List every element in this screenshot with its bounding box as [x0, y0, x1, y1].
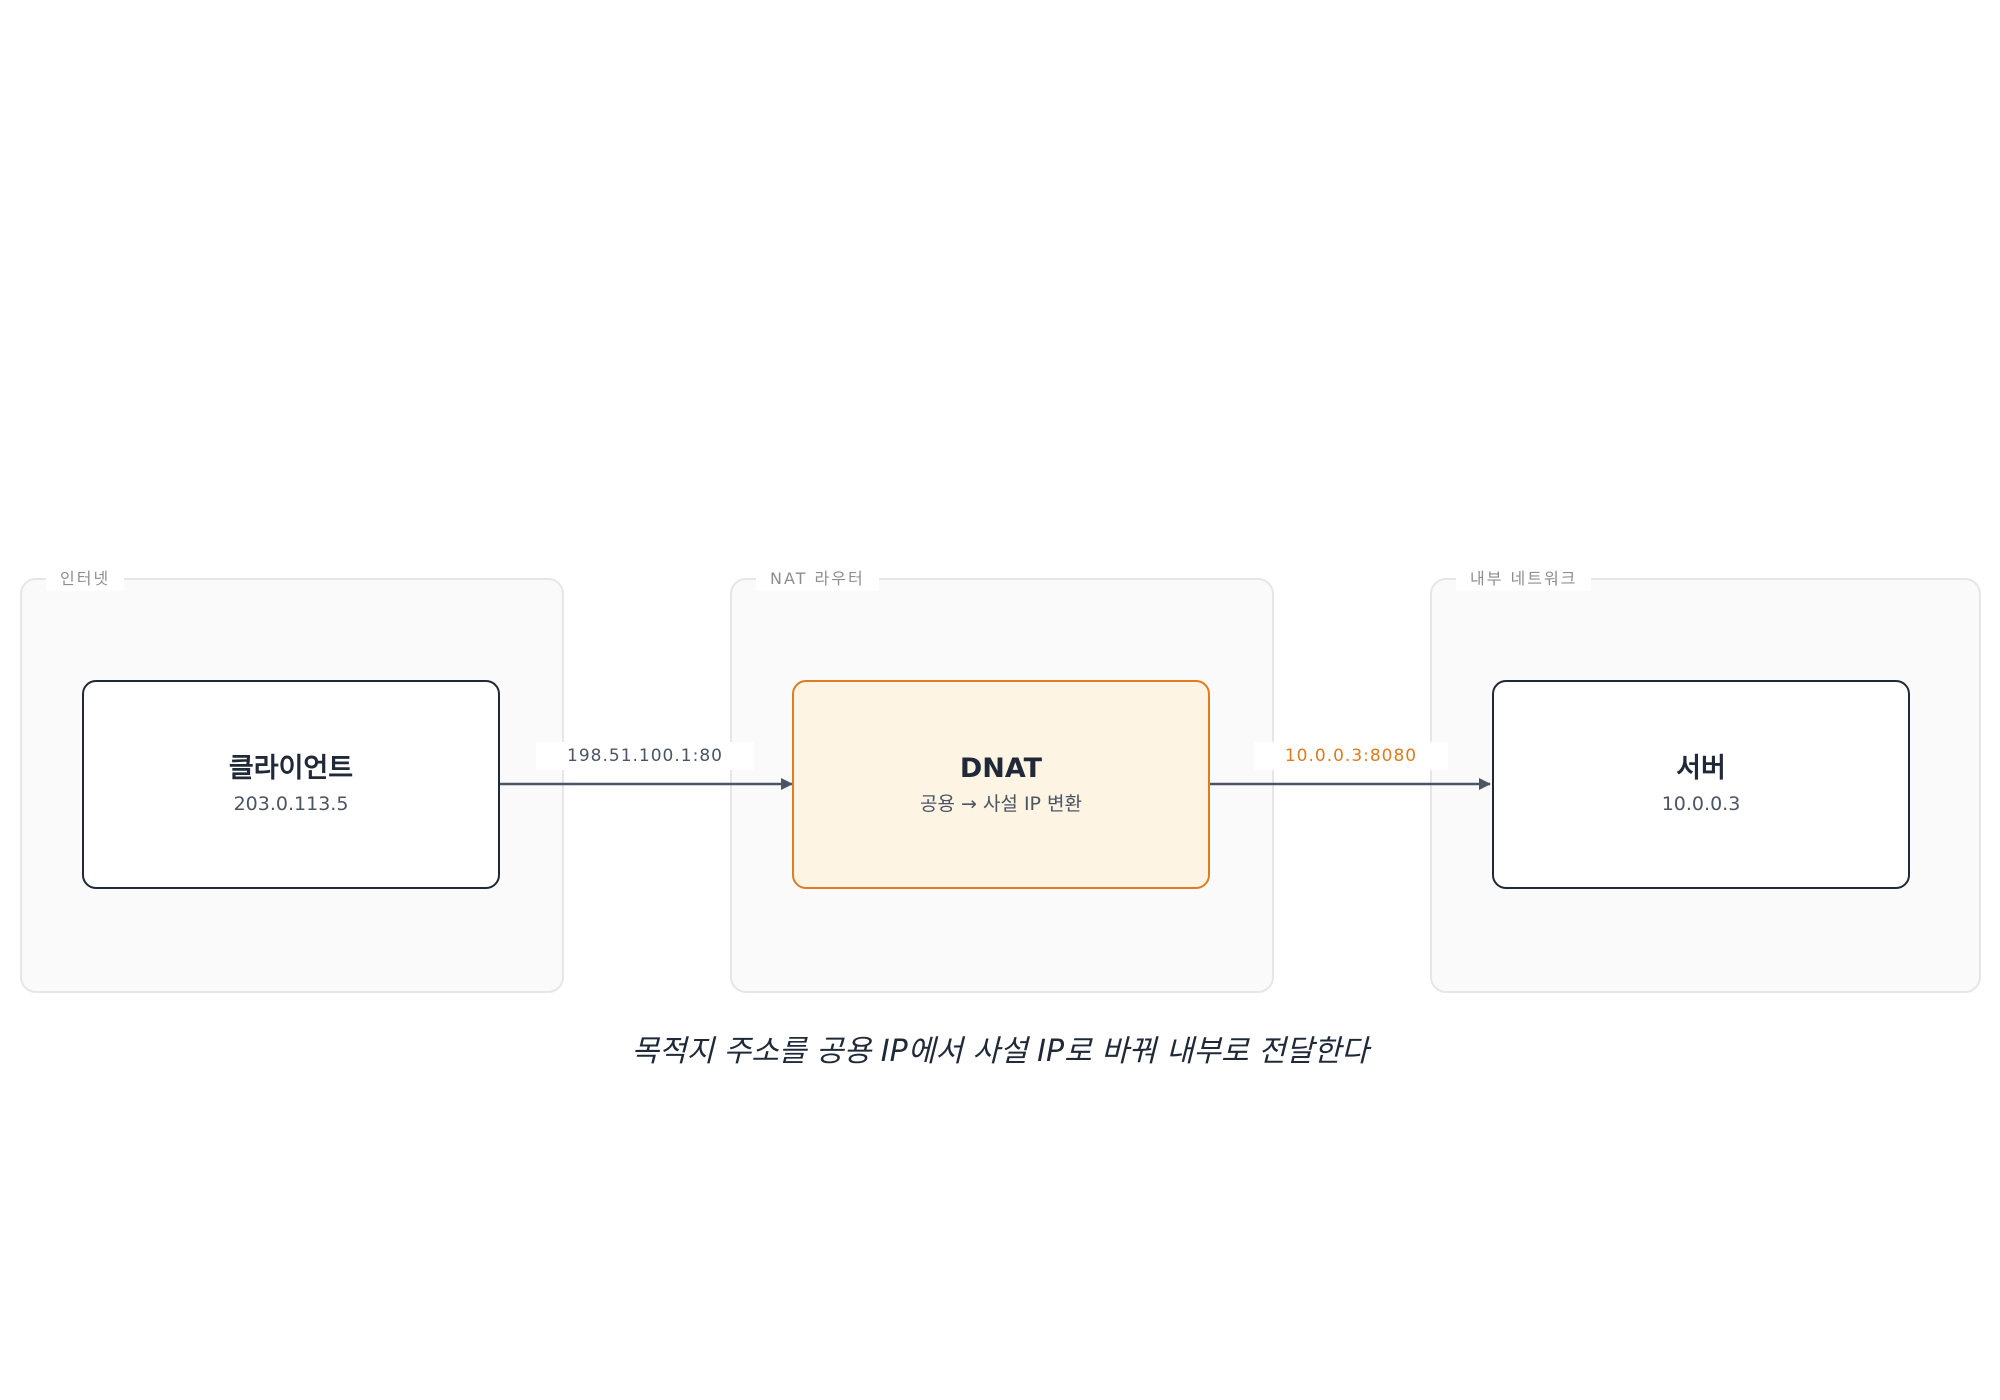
zone-internal-network-label: 내부 네트워크	[1456, 567, 1592, 591]
node-server: 서버 10.0.0.3	[1492, 680, 1910, 889]
node-client: 클라이언트 203.0.113.5	[82, 680, 500, 889]
edge-label-private-address: 10.0.0.3:8080	[1254, 742, 1448, 770]
diagram-caption: 목적지 주소를 공용 IP에서 사설 IP로 바꿔 내부로 전달한다	[631, 1034, 1369, 1069]
zone-internet-label: 인터넷	[46, 567, 125, 591]
edge-label-public-address: 198.51.100.1:80	[536, 742, 754, 770]
node-server-title: 서버	[1676, 752, 1726, 784]
zone-nat-router-label: NAT 라우터	[756, 567, 879, 591]
node-dnat-description: 공용 → 사설 IP 변환	[919, 792, 1083, 815]
node-dnat-title: DNAT	[959, 752, 1043, 784]
node-server-address: 10.0.0.3	[1661, 792, 1741, 815]
node-dnat: DNAT 공용 → 사설 IP 변환	[792, 680, 1210, 889]
node-client-address: 203.0.113.5	[233, 792, 349, 815]
node-client-title: 클라이언트	[228, 752, 354, 784]
